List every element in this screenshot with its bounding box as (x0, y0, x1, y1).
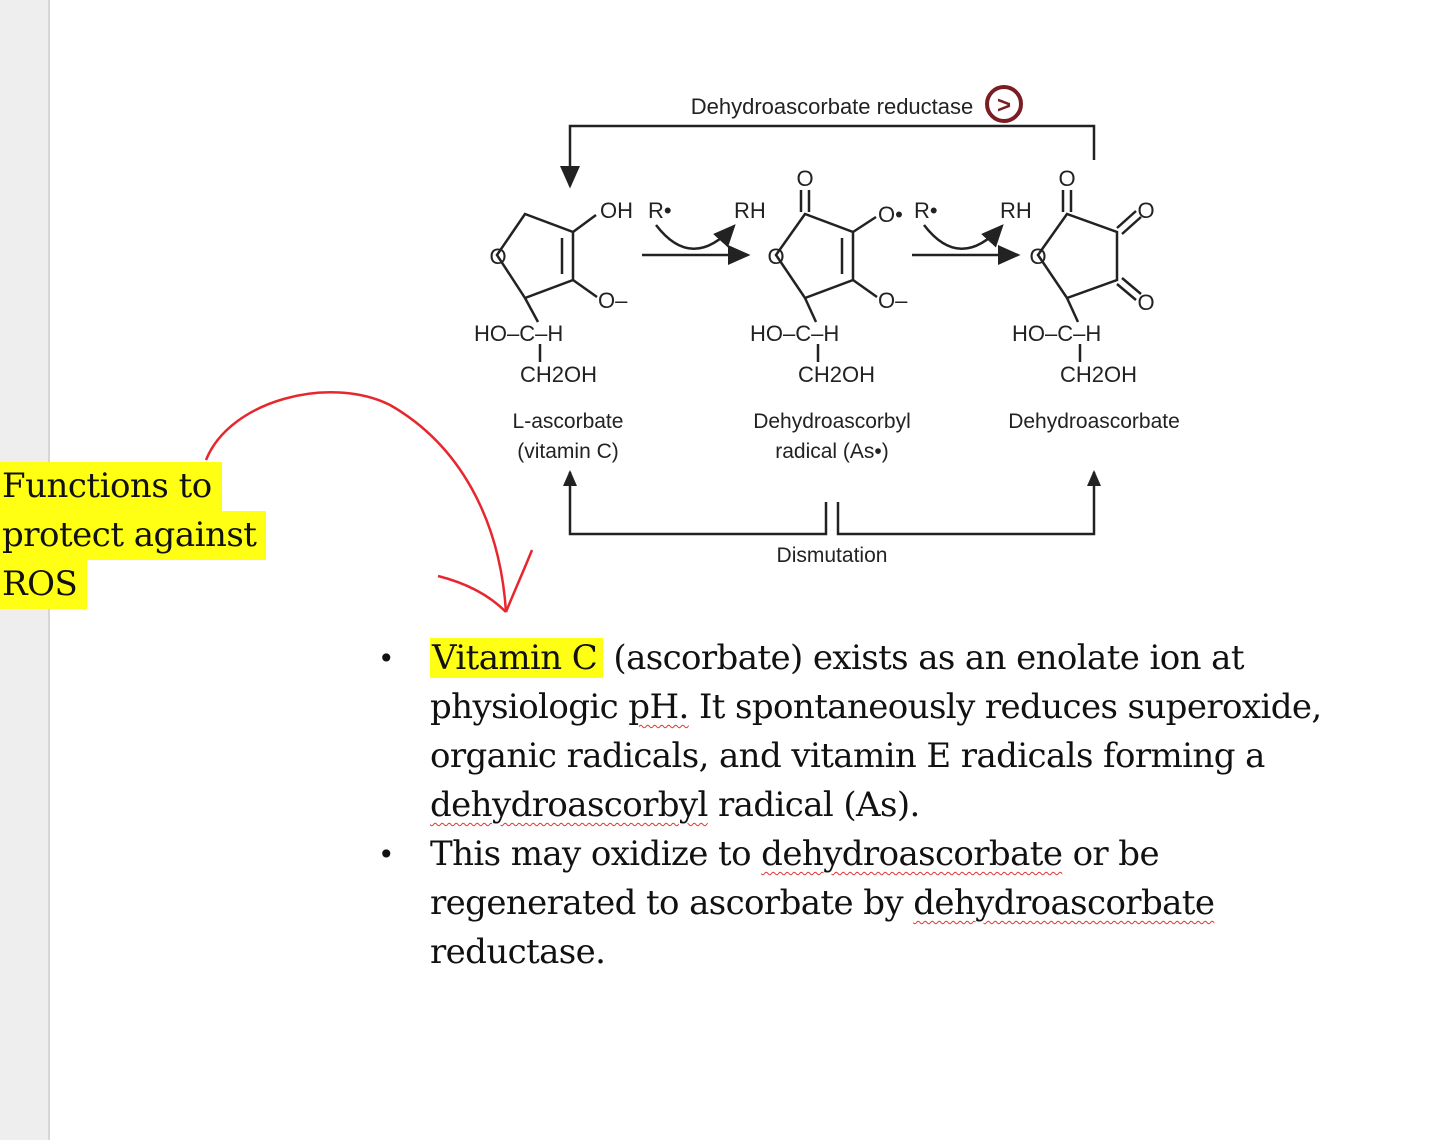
reaction-arrow-2: R• RH (912, 198, 1032, 265)
svg-text:HO–C–H: HO–C–H (750, 321, 839, 346)
svg-text:R•: R• (648, 198, 672, 223)
svg-text:O: O (796, 166, 813, 191)
enzyme-label: Dehydroascorbate reductase (691, 94, 974, 119)
molecule-name: Dehydroascorbate (1008, 410, 1180, 433)
note-line: protect against (0, 511, 267, 560)
svg-text:RH: RH (734, 198, 766, 223)
svg-text:O: O (489, 244, 506, 269)
bullet-item: This may oxidize to dehydroascorbate or … (372, 830, 1372, 977)
svg-text:OH: OH (600, 198, 633, 223)
note-line: ROS (0, 560, 88, 609)
svg-text:>: > (997, 92, 1011, 119)
molecule-name: (vitamin C) (517, 440, 619, 463)
svg-text:O•: O• (878, 202, 903, 227)
molecule-name: radical (As•) (775, 440, 889, 463)
spellcheck-word[interactable]: dehydroascorbate (913, 883, 1215, 923)
svg-text:O: O (767, 244, 784, 269)
svg-text:CH2OH: CH2OH (1060, 362, 1137, 387)
bullet-list: Vitamin C (ascorbate) exists as an enola… (372, 634, 1372, 977)
svg-text:O: O (1029, 244, 1046, 269)
molecule-ascorbate: O OH O– HO–C–H CH2OH L-ascorbate (vitami… (474, 198, 633, 463)
bullet-item: Vitamin C (ascorbate) exists as an enola… (372, 634, 1372, 830)
svg-text:CH2OH: CH2OH (520, 362, 597, 387)
dismutation-label: Dismutation (777, 544, 888, 567)
note-line: Functions to (0, 462, 222, 511)
sticky-note-annotation: Functions to protect against ROS (0, 462, 267, 609)
spellcheck-word[interactable]: pH. (628, 687, 689, 727)
reaction-arrow-1: R• RH (642, 198, 766, 265)
highlighted-term: Vitamin C (430, 638, 604, 678)
molecule-name: L-ascorbate (513, 410, 624, 433)
svg-text:O–: O– (878, 288, 908, 313)
spellcheck-word[interactable]: dehydroascorbate (761, 834, 1063, 874)
svg-text:O–: O– (598, 288, 628, 313)
annotation-arrow (204, 391, 534, 613)
molecule-name: Dehydroascorbyl (753, 410, 911, 433)
enzyme-badge-icon: > (985, 85, 1023, 123)
svg-text:HO–C–H: HO–C–H (1012, 321, 1101, 346)
molecule-dehydroascorbate: O O O O HO–C–H CH2OH Dehydroascorbate (1008, 166, 1180, 433)
dehydroascorbate-reductase-bracket: Dehydroascorbate reductase > (560, 85, 1096, 189)
svg-text:O: O (1137, 198, 1154, 223)
svg-text:R•: R• (914, 198, 938, 223)
spellcheck-word[interactable]: dehydroascorbyl (430, 785, 708, 825)
svg-text:O: O (1137, 290, 1154, 315)
molecule-dehydroascorbyl-radical: O O O• O– HO–C–H CH2OH Dehydroascorbyl r… (750, 166, 911, 463)
dismutation-bracket: Dismutation (563, 470, 1101, 567)
svg-text:O: O (1058, 166, 1075, 191)
svg-text:RH: RH (1000, 198, 1032, 223)
svg-text:HO–C–H: HO–C–H (474, 321, 563, 346)
svg-text:CH2OH: CH2OH (798, 362, 875, 387)
